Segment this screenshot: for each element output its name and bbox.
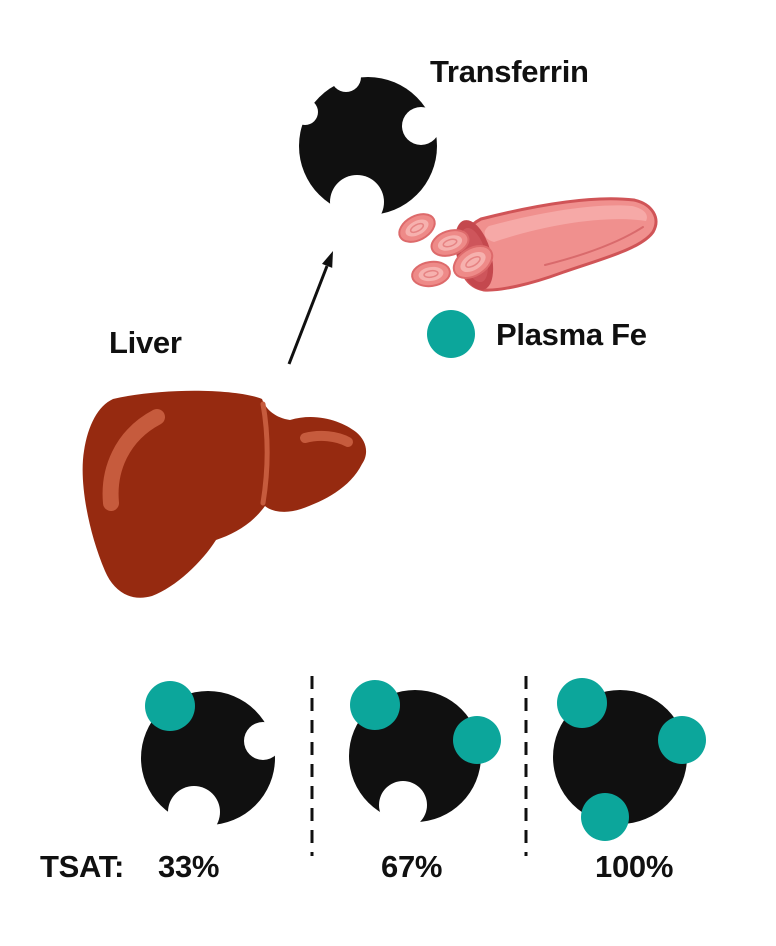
- fe-dot-icon: [350, 680, 400, 730]
- tsat-molecule-100-icon: [553, 678, 706, 841]
- plasma-fe-label: Plasma Fe: [496, 317, 647, 352]
- red-blood-cell-icon: [452, 245, 494, 279]
- tsat-value-100: 100%: [595, 849, 674, 884]
- red-blood-cell-icon: [411, 260, 451, 288]
- tsat-molecule-67-icon: [349, 680, 501, 829]
- red-blood-cell-icon: [430, 229, 470, 257]
- fe-dot-icon: [557, 678, 607, 728]
- tsat-molecule-33-icon: [141, 681, 282, 838]
- liver-icon: [82, 390, 367, 598]
- liver-to-transferrin-arrow-icon: [287, 251, 333, 365]
- blood-vessel-icon: [398, 197, 658, 292]
- tsat-value-33: 33%: [158, 849, 220, 884]
- tsat-value-67: 67%: [381, 849, 443, 884]
- fe-dot-icon: [145, 681, 195, 731]
- liver-label: Liver: [109, 325, 182, 360]
- transferrin-label: Transferrin: [430, 54, 589, 89]
- plasma-fe-dot-icon: [427, 310, 475, 358]
- fe-dot-icon: [453, 716, 501, 764]
- fe-dot-icon: [581, 793, 629, 841]
- transferrin-molecule-icon: [292, 62, 440, 229]
- fe-dot-icon: [658, 716, 706, 764]
- red-blood-cell-icon: [398, 213, 436, 243]
- tsat-label: TSAT:: [40, 849, 125, 884]
